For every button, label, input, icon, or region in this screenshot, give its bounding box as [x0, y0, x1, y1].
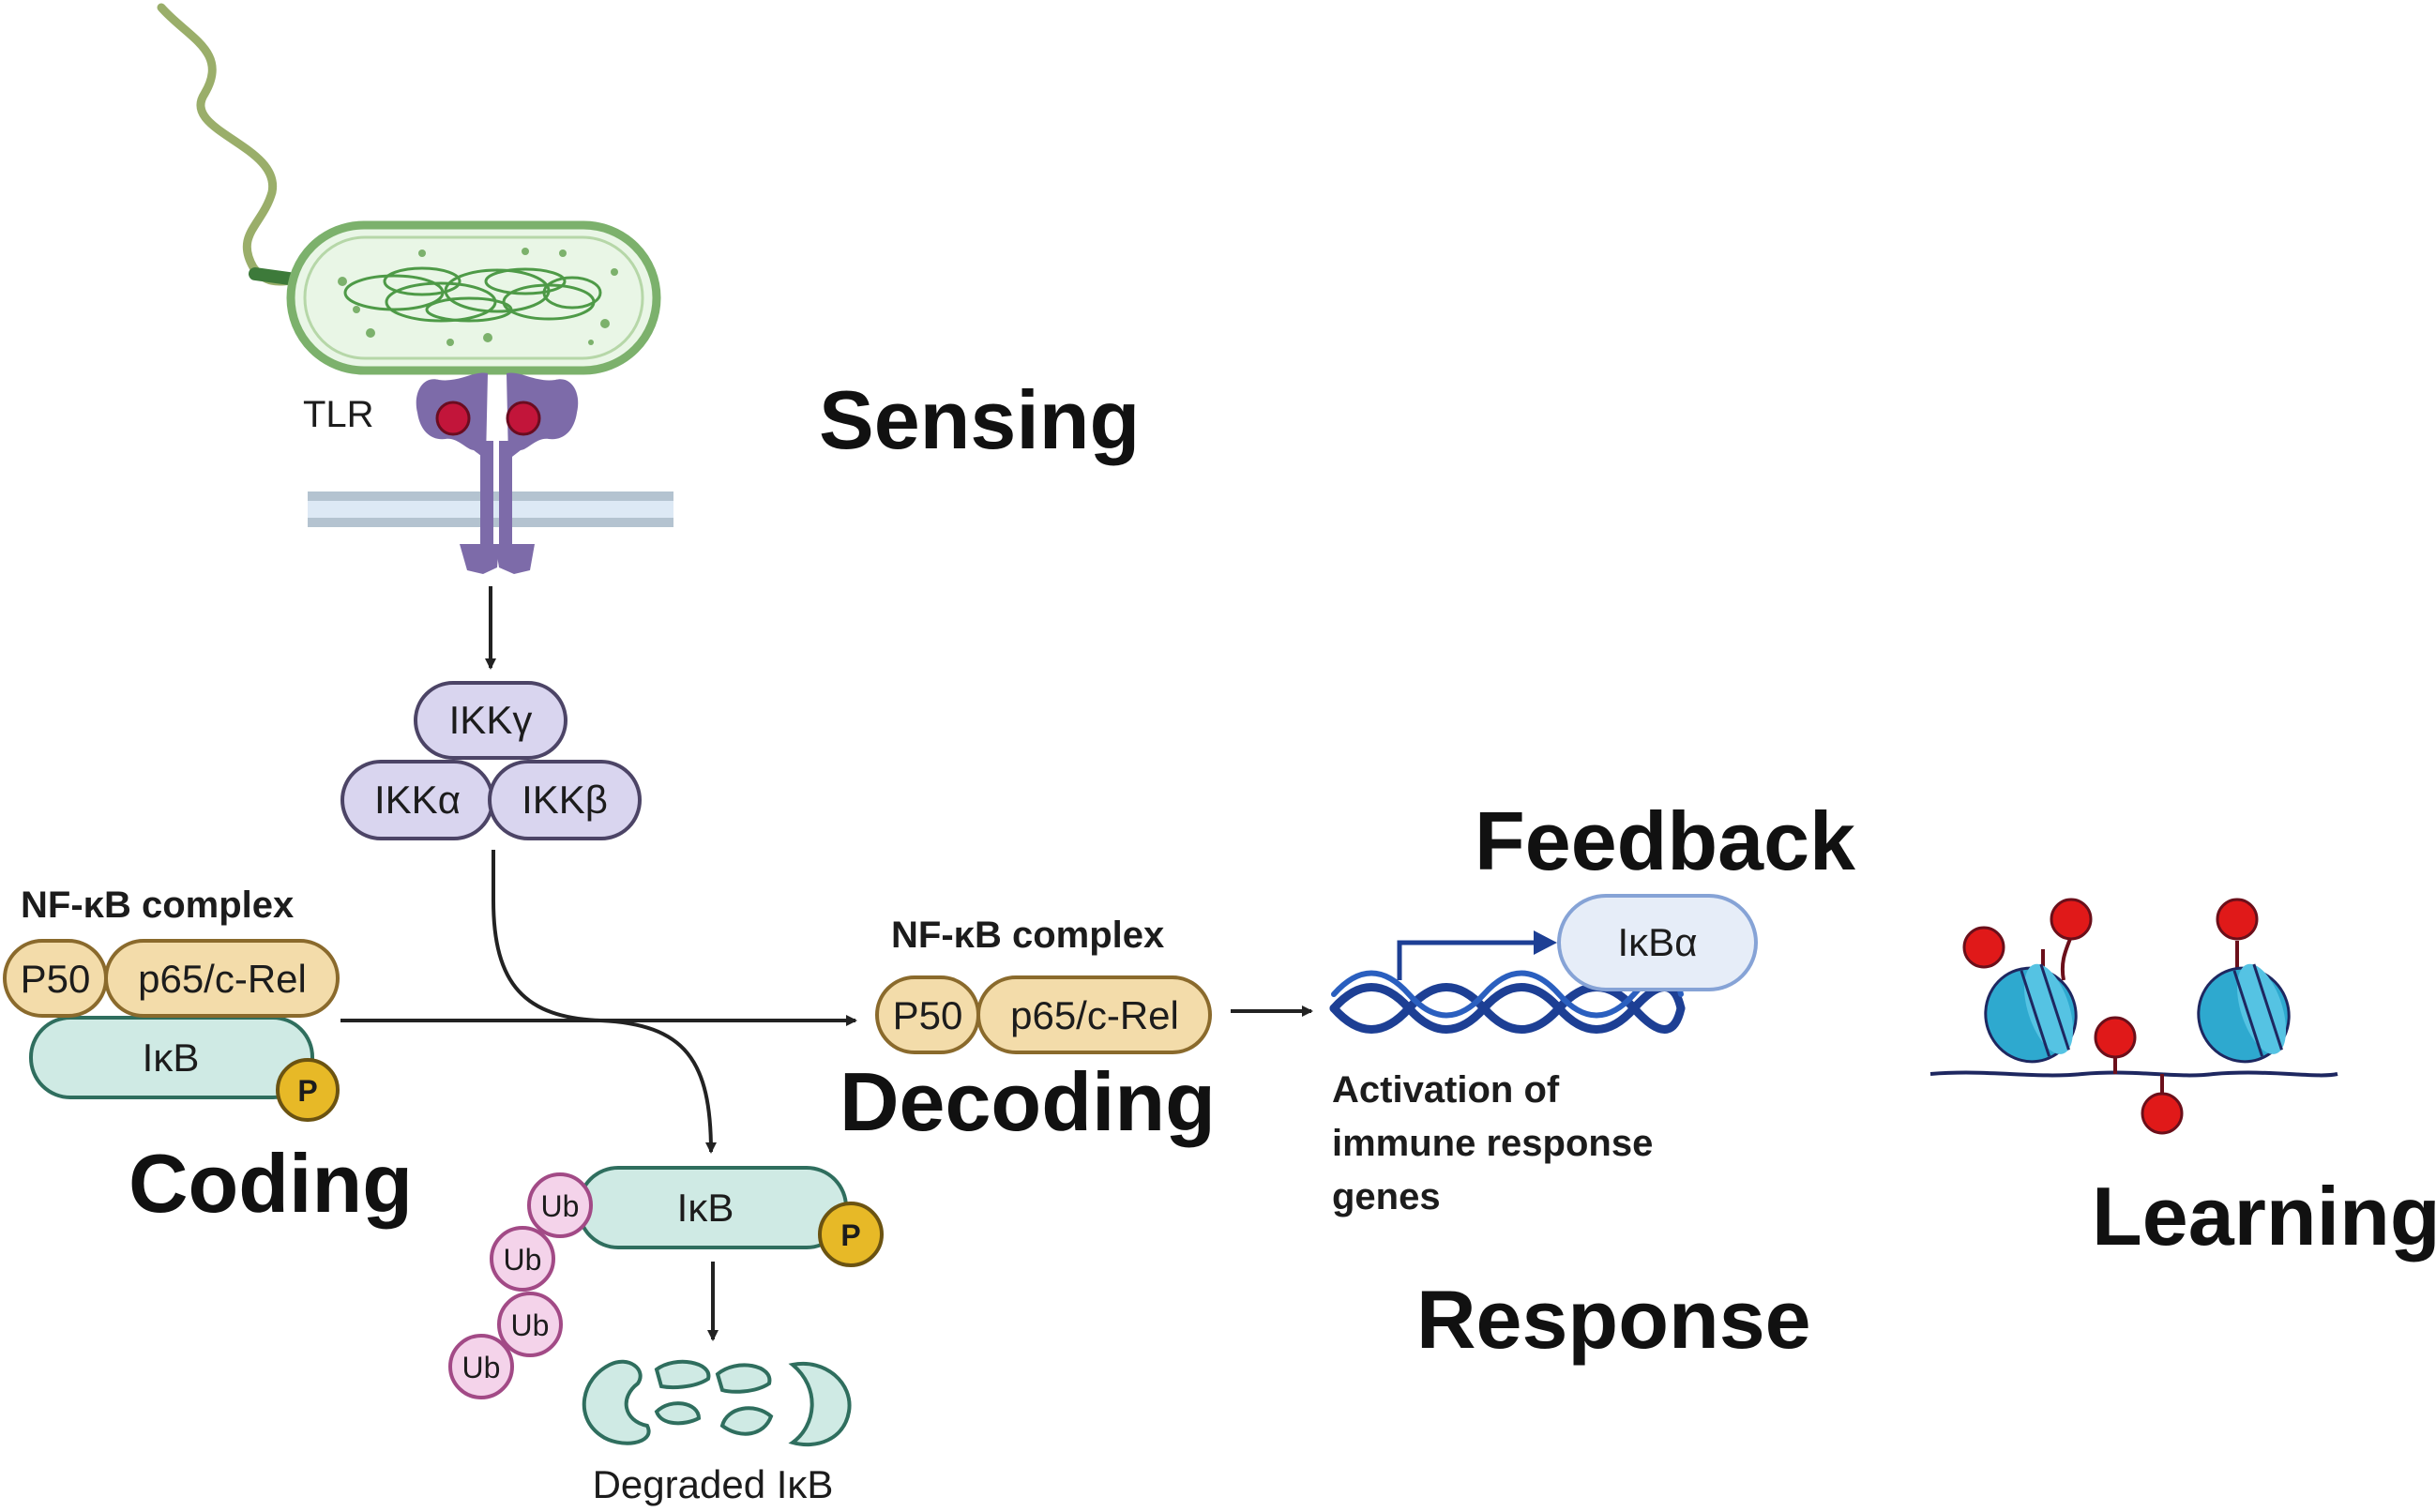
- p65-right-label: p65/c-Rel: [1010, 993, 1179, 1037]
- p50-left-label: P50: [21, 957, 91, 1001]
- ub-icon-4: [448, 1334, 514, 1399]
- ubiquitinated-ikb: [448, 1166, 884, 1399]
- stage-response: Response: [1416, 1273, 1811, 1366]
- activation-line-1: Activation of: [1332, 1069, 1560, 1111]
- methyl-mark-2: [2050, 898, 2093, 941]
- nfkb-complex-right-title: NF-κB complex: [891, 915, 1164, 956]
- methyl-mark-4: [2141, 1092, 2184, 1135]
- phospho-left-label: P: [297, 1074, 317, 1108]
- nfkb-complex-left: [3, 939, 340, 1122]
- nfkb-complex-left-title: NF-κB complex: [21, 885, 294, 926]
- ikk-alpha-label: IKKα: [374, 778, 461, 822]
- stage-feedback: Feedback: [1475, 794, 1856, 887]
- p65-right-node: [976, 975, 1212, 1054]
- ikk-gamma-label: IKKγ: [449, 698, 533, 742]
- activation-line-3: genes: [1332, 1176, 1441, 1217]
- ikb-left-label: IκB: [143, 1036, 200, 1080]
- ub-icon-2: [490, 1226, 555, 1292]
- stage-sensing: Sensing: [819, 373, 1140, 466]
- phospho-ub-icon: [818, 1202, 884, 1267]
- promoter-arrow: [1397, 940, 1538, 980]
- methyl-mark-5: [2216, 898, 2259, 941]
- tlr-receptor-icon: [416, 372, 579, 574]
- stage-learning: Learning: [2092, 1170, 2436, 1263]
- dna-helix-icon: [1329, 970, 1686, 1034]
- flagellum-icon: [157, 3, 303, 286]
- ub-icon-3: [497, 1292, 563, 1357]
- ub-label-2: Ub: [504, 1243, 542, 1277]
- ub-label-4: Ub: [462, 1351, 501, 1384]
- ikk-complex: [340, 681, 642, 840]
- ikba-label: IκBα: [1618, 920, 1698, 964]
- methyl-mark-1: [1962, 926, 2005, 969]
- ub-label-3: Ub: [511, 1308, 550, 1342]
- degraded-ikb-fragments-icon: [582, 1359, 852, 1447]
- phospho-ub-label: P: [840, 1218, 860, 1252]
- stage-decoding: Decoding: [840, 1055, 1216, 1148]
- ub-icon-1: [527, 1172, 593, 1238]
- degraded-ikb-label: Degraded IκB: [593, 1462, 834, 1506]
- methyl-mark-3: [2094, 1016, 2137, 1059]
- nfkb-complex-right: [875, 975, 1212, 1054]
- ikk-beta-label: IKKβ: [522, 778, 608, 822]
- p50-right-label: P50: [893, 993, 963, 1037]
- phospho-left-icon: [276, 1058, 340, 1122]
- ikk-beta-node: [488, 760, 642, 840]
- ikk-gamma-node: [414, 681, 567, 760]
- ikb-ub-label: IκB: [677, 1186, 734, 1230]
- chromatin-nucleosomes-icon: [1929, 898, 2338, 1135]
- ub-label-1: Ub: [541, 1189, 580, 1223]
- activation-line-2: immune response: [1332, 1123, 1653, 1164]
- p65-left-label: p65/c-Rel: [138, 957, 307, 1001]
- p65-left-node: [104, 939, 340, 1018]
- tlr-label: TLR: [303, 394, 374, 435]
- bacterium-icon: [157, 3, 661, 375]
- stage-coding: Coding: [129, 1137, 413, 1230]
- ikba-node: [1557, 894, 1758, 991]
